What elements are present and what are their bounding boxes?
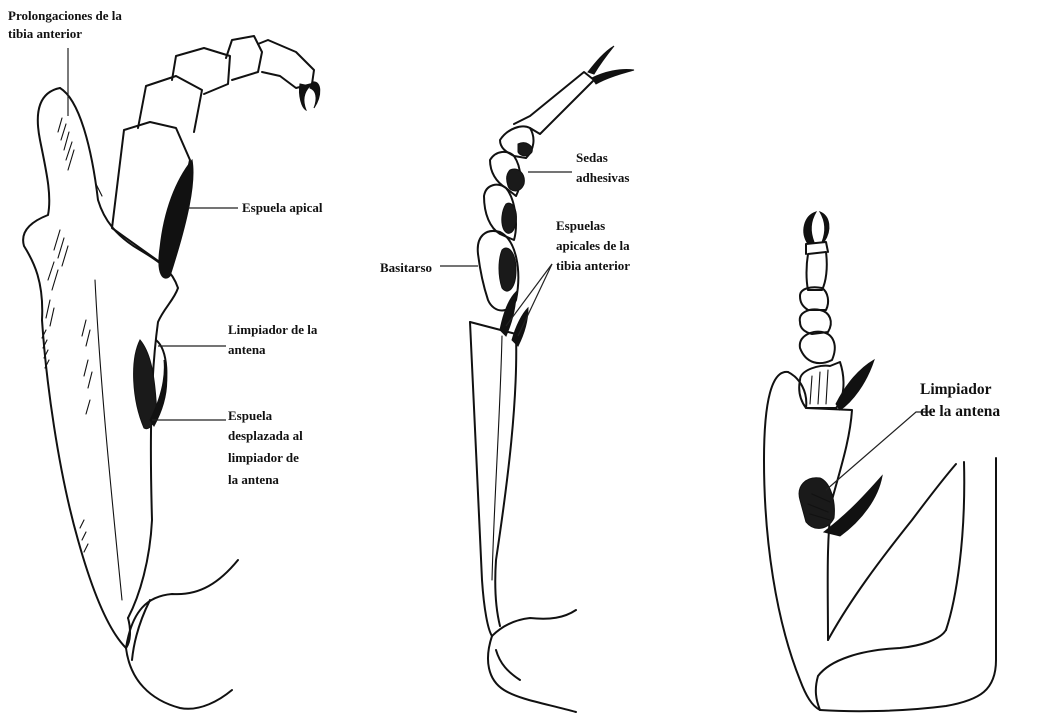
- label-antenna-cleaner-line1: Limpiador de la: [228, 322, 318, 337]
- middle-leg-drawing: [470, 46, 634, 712]
- right-leg-drawing: [764, 212, 996, 711]
- label-adhesive-setae-line2: adhesivas: [576, 170, 629, 185]
- label-apical-spur: Espuela apical: [242, 200, 323, 215]
- label-displaced-spur-line2: desplazada al: [228, 428, 303, 443]
- label-antenna-cleaner-line2: antena: [228, 342, 266, 357]
- label-apical-spurs-line3: tibia anterior: [556, 258, 630, 273]
- right-labels: Limpiador de la antena: [920, 381, 1000, 420]
- label-displaced-spur-line3: limpiador de: [228, 450, 299, 465]
- label-antenna-cleaner-right-line2: de la antena: [920, 403, 1000, 420]
- label-basitarsus: Basitarso: [380, 260, 432, 275]
- label-tibia-extensions-line1: Prolongaciones de la: [8, 8, 122, 23]
- label-antenna-cleaner-right-line1: Limpiador: [920, 381, 992, 398]
- label-displaced-spur-line4: la antena: [228, 472, 279, 487]
- label-adhesive-setae-line1: Sedas: [576, 150, 608, 165]
- label-displaced-spur-line1: Espuela: [228, 408, 273, 423]
- right-leader-line: [826, 412, 932, 490]
- label-apical-spurs-line1: Espuelas: [556, 218, 605, 233]
- label-apical-spurs-line2: apicales de la: [556, 238, 630, 253]
- label-tibia-extensions-line2: tibia anterior: [8, 26, 82, 41]
- left-leg-drawing: [23, 36, 320, 709]
